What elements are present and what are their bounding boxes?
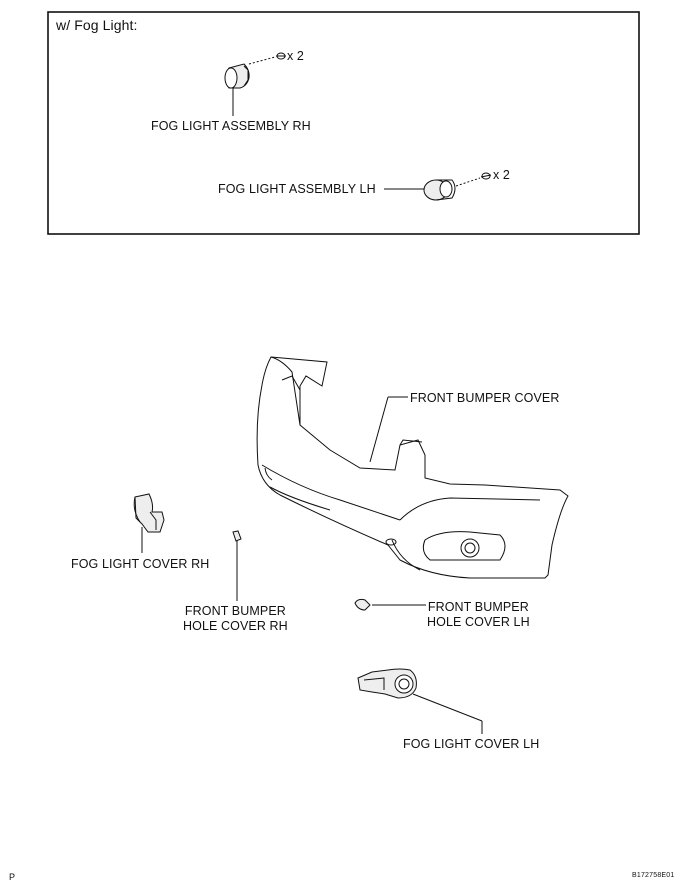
fog-light-cover-lh-drawing	[357, 668, 483, 734]
fog-light-assembly-rh-drawing	[224, 56, 276, 116]
box-title: w/ Fog Light:	[56, 17, 138, 33]
fog-light-cover-rh-label: FOG LIGHT COVER RH	[71, 557, 210, 571]
figure-code: B172758E01	[632, 872, 675, 879]
front-bumper-hole-cover-lh-label: FRONT BUMPER HOLE COVER LH	[427, 600, 530, 630]
fog-light-assembly-rh-label: FOG LIGHT ASSEMBLY RH	[151, 119, 311, 133]
page-mark: P	[9, 872, 16, 882]
front-bumper-cover-drawing	[256, 356, 569, 579]
screw-icon	[276, 52, 286, 60]
hole-cover-lh-drawing	[354, 598, 426, 611]
fog-light-assembly-lh-drawing	[384, 177, 481, 201]
screw-icon	[480, 172, 492, 180]
hole-cover-rh-drawing	[232, 530, 242, 601]
fog-light-cover-lh-label: FOG LIGHT COVER LH	[403, 737, 540, 751]
quantity-label-rh: x 2	[287, 49, 304, 63]
hole-cover-rh-line1: FRONT BUMPER	[184, 604, 286, 618]
quantity-label-lh: x 2	[493, 168, 510, 182]
hole-cover-rh-line2: HOLE COVER RH	[183, 619, 288, 633]
hole-cover-lh-line2: HOLE COVER LH	[427, 615, 530, 629]
fog-light-box-frame	[47, 11, 640, 235]
fog-light-assembly-lh-label: FOG LIGHT ASSEMBLY LH	[218, 182, 376, 196]
front-bumper-cover-label: FRONT BUMPER COVER	[410, 391, 560, 405]
fog-light-cover-rh-drawing	[133, 493, 165, 553]
hole-cover-lh-line1: FRONT BUMPER	[427, 600, 529, 614]
front-bumper-hole-cover-rh-label: FRONT BUMPER HOLE COVER RH	[183, 604, 288, 634]
